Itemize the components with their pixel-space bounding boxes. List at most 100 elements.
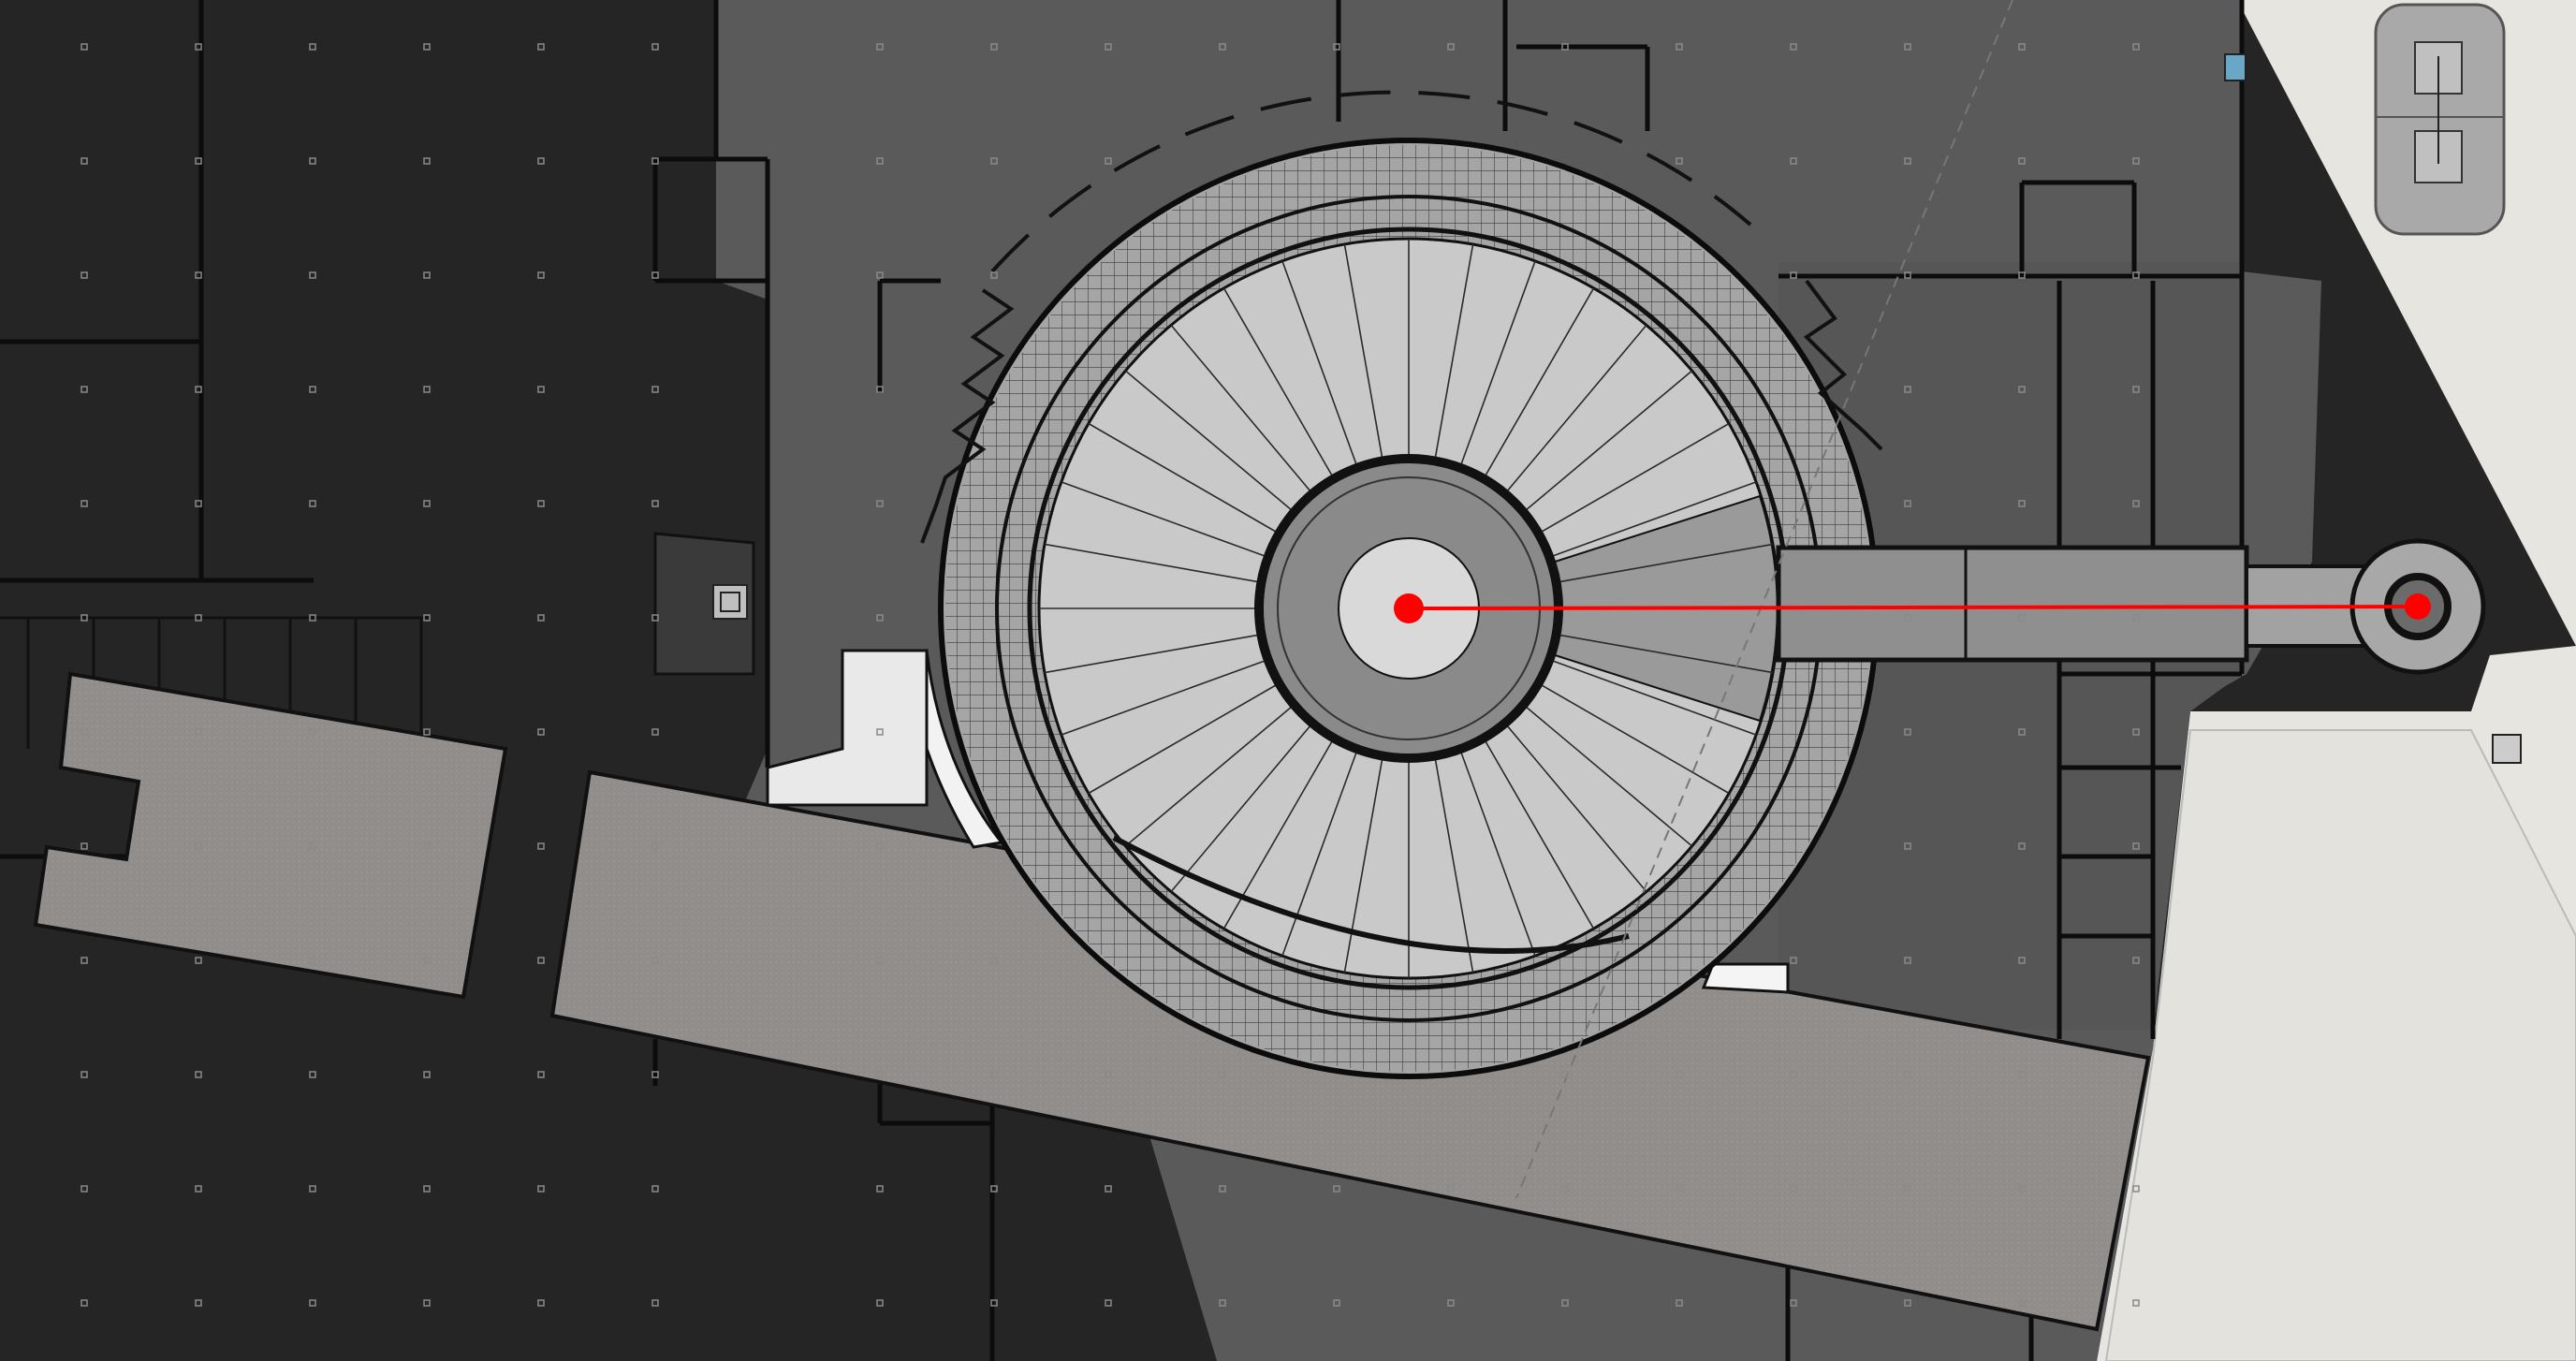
column-dot: [1790, 1299, 1797, 1307]
axis-marker-rotunda: [1394, 593, 1424, 623]
column-dot: [2018, 1185, 2026, 1193]
zigzag-stair-east: [1803, 279, 1883, 451]
rotunda-radial: [1538, 682, 1730, 795]
column-dot: [2018, 1071, 2026, 1078]
column-dot: [651, 271, 659, 279]
column-dot: [423, 386, 431, 393]
rotunda-radial: [1170, 723, 1313, 893]
column-dot: [2132, 614, 2140, 622]
column-dot: [651, 728, 659, 736]
column-dot: [651, 43, 659, 51]
rotunda-radial: [1281, 260, 1359, 468]
column-dot: [1904, 1299, 1911, 1307]
column-dot: [537, 1299, 545, 1307]
column-dot: [2018, 157, 2026, 165]
column-dot: [2132, 728, 2140, 736]
column-dot: [2132, 957, 2140, 964]
column-dot: [876, 157, 884, 165]
rotunda-radial: [1458, 749, 1536, 957]
column-dot: [651, 157, 659, 165]
column-dot: [195, 1185, 202, 1193]
column-dot: [195, 957, 202, 964]
rotunda-radial: [1061, 481, 1268, 559]
column-dot: [1676, 43, 1683, 51]
rotunda-radial: [1061, 658, 1268, 736]
column-dot: [309, 500, 316, 507]
survey-line: [1515, 0, 2013, 1199]
column-dot: [876, 271, 884, 279]
column-dot: [80, 1299, 88, 1307]
column-dot: [1333, 1299, 1340, 1307]
column-dot: [195, 842, 202, 850]
column-dot: [2018, 500, 2026, 507]
column-dot: [2132, 842, 2140, 850]
rotunda-radial: [1549, 658, 1757, 736]
column-dot: [990, 271, 998, 279]
column-dot: [876, 1071, 884, 1078]
column-dot: [651, 500, 659, 507]
column-dot: [651, 1071, 659, 1078]
column-dot: [2018, 386, 2026, 393]
column-dot: [1904, 1071, 1911, 1078]
column-dot: [80, 500, 88, 507]
column-dot: [990, 957, 998, 964]
rotunda-radial: [1044, 633, 1262, 674]
column-dot: [990, 43, 998, 51]
column-dot: [537, 957, 545, 964]
column-dot: [309, 157, 316, 165]
column-dot: [2018, 271, 2026, 279]
rotunda-radial: [1504, 723, 1647, 893]
column-dot: [309, 386, 316, 393]
column-dot: [1676, 1071, 1683, 1078]
column-dot: [1105, 43, 1112, 51]
column-dot: [876, 386, 884, 393]
column-dot: [2018, 43, 2026, 51]
kiosk-ne: [2374, 3, 2506, 236]
rotunda-radial: [1433, 243, 1474, 461]
column-dot: [423, 1299, 431, 1307]
column-dot: [651, 842, 659, 850]
column-dot: [309, 728, 316, 736]
column-dot: [651, 614, 659, 622]
column-dot: [423, 957, 431, 964]
column-dot: [1105, 157, 1112, 165]
column-dot: [80, 957, 88, 964]
column-dot: [1790, 43, 1797, 51]
column-dot: [1790, 1071, 1797, 1078]
column-dot: [2018, 842, 2026, 850]
column-dot: [80, 614, 88, 622]
column-dot: [309, 957, 316, 964]
column-dot: [80, 842, 88, 850]
column-dot: [1219, 1185, 1226, 1193]
column-dot: [423, 43, 431, 51]
column-dot: [876, 728, 884, 736]
rotunda-radial: [1281, 749, 1359, 957]
column-dot: [537, 500, 545, 507]
rotunda-radial: [1523, 370, 1693, 513]
column-dot: [537, 1185, 545, 1193]
column-dot: [423, 271, 431, 279]
column-dot: [423, 157, 431, 165]
column-dot: [651, 1185, 659, 1193]
rotunda-radial: [1222, 287, 1335, 479]
rotunda-radial: [1538, 422, 1730, 534]
column-dot: [80, 386, 88, 393]
rotunda-radial: [1523, 704, 1693, 847]
column-dot: [1790, 271, 1797, 279]
column-dot: [309, 1299, 316, 1307]
rotunda-radial: [1170, 324, 1313, 494]
column-dot: [1790, 157, 1797, 165]
exterior-plaza: [2104, 729, 2576, 1361]
column-dot: [990, 1185, 998, 1193]
rotunda-radial: [1433, 755, 1474, 973]
rotunda-radial: [1483, 738, 1595, 929]
column-dot: [876, 500, 884, 507]
column-dot: [195, 728, 202, 736]
column-dot: [2132, 271, 2140, 279]
column-dot: [1447, 1299, 1455, 1307]
column-dot: [651, 957, 659, 964]
column-dot: [195, 1299, 202, 1307]
column-dot: [1447, 1185, 1455, 1193]
column-dot: [537, 614, 545, 622]
